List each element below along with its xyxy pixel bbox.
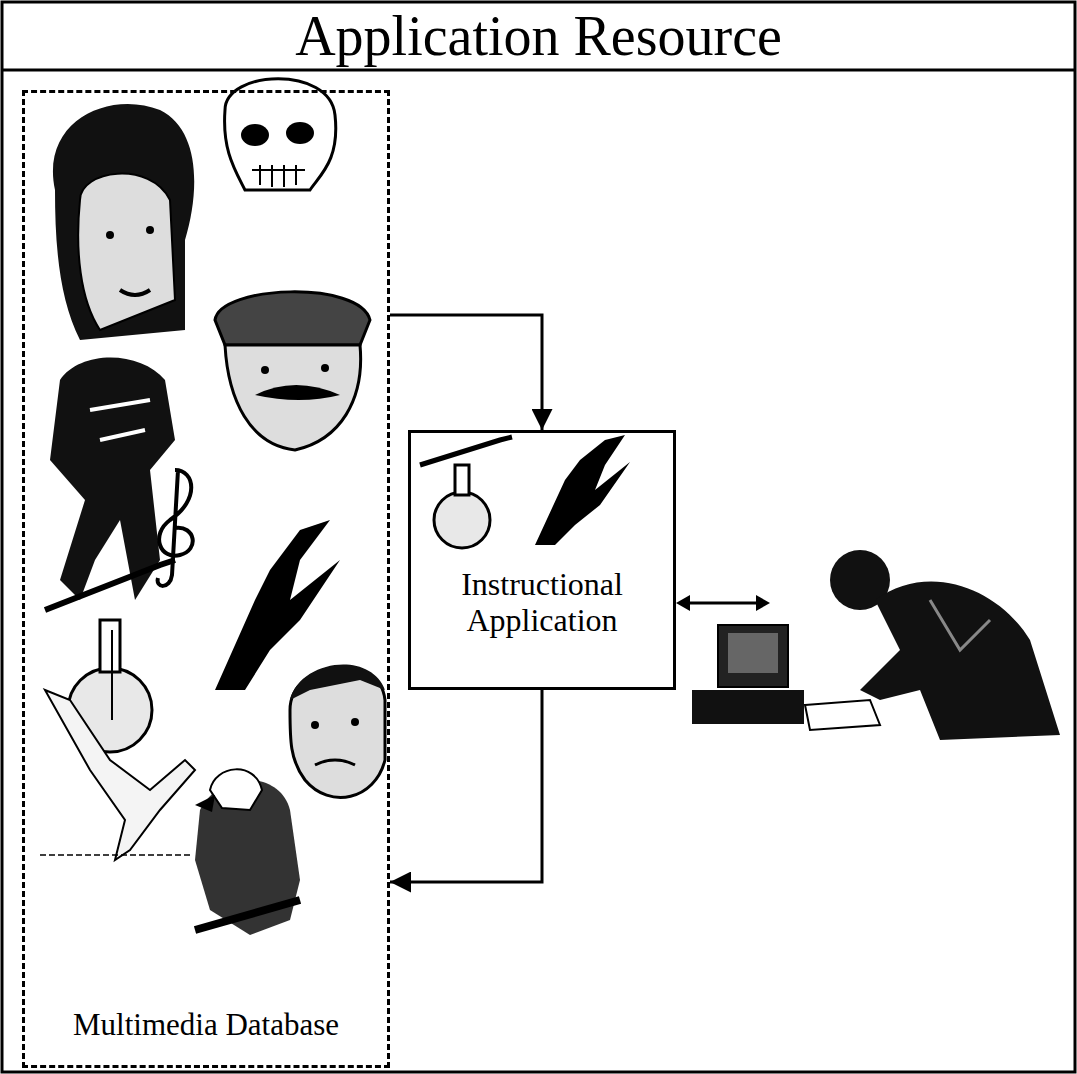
database-region: Multimedia Database: [22, 90, 390, 1068]
eagle-picture: [195, 769, 300, 935]
dancer-silhouette: [215, 520, 340, 690]
node-label: Multimedia Database: [73, 1008, 339, 1043]
flow-arrow: [390, 690, 542, 882]
title-rule: [2, 69, 1075, 72]
flow-arrow: [390, 315, 542, 430]
man-portrait: [290, 665, 385, 798]
skull-picture: [225, 79, 336, 190]
title-heading: Application Resource: [0, 2, 1077, 70]
interaction-arrow: [676, 595, 770, 611]
gymnast-figure: [40, 690, 195, 860]
woman-portrait: [53, 104, 194, 340]
capped-man-portrait: [215, 292, 370, 450]
dancer-icon: [535, 435, 630, 545]
treble-clef: [158, 470, 193, 586]
process-box: Instructional Application: [408, 430, 676, 690]
computer-user: [692, 550, 1060, 740]
flask-icon: [420, 437, 512, 548]
node-label: Instructional Application: [420, 567, 664, 639]
